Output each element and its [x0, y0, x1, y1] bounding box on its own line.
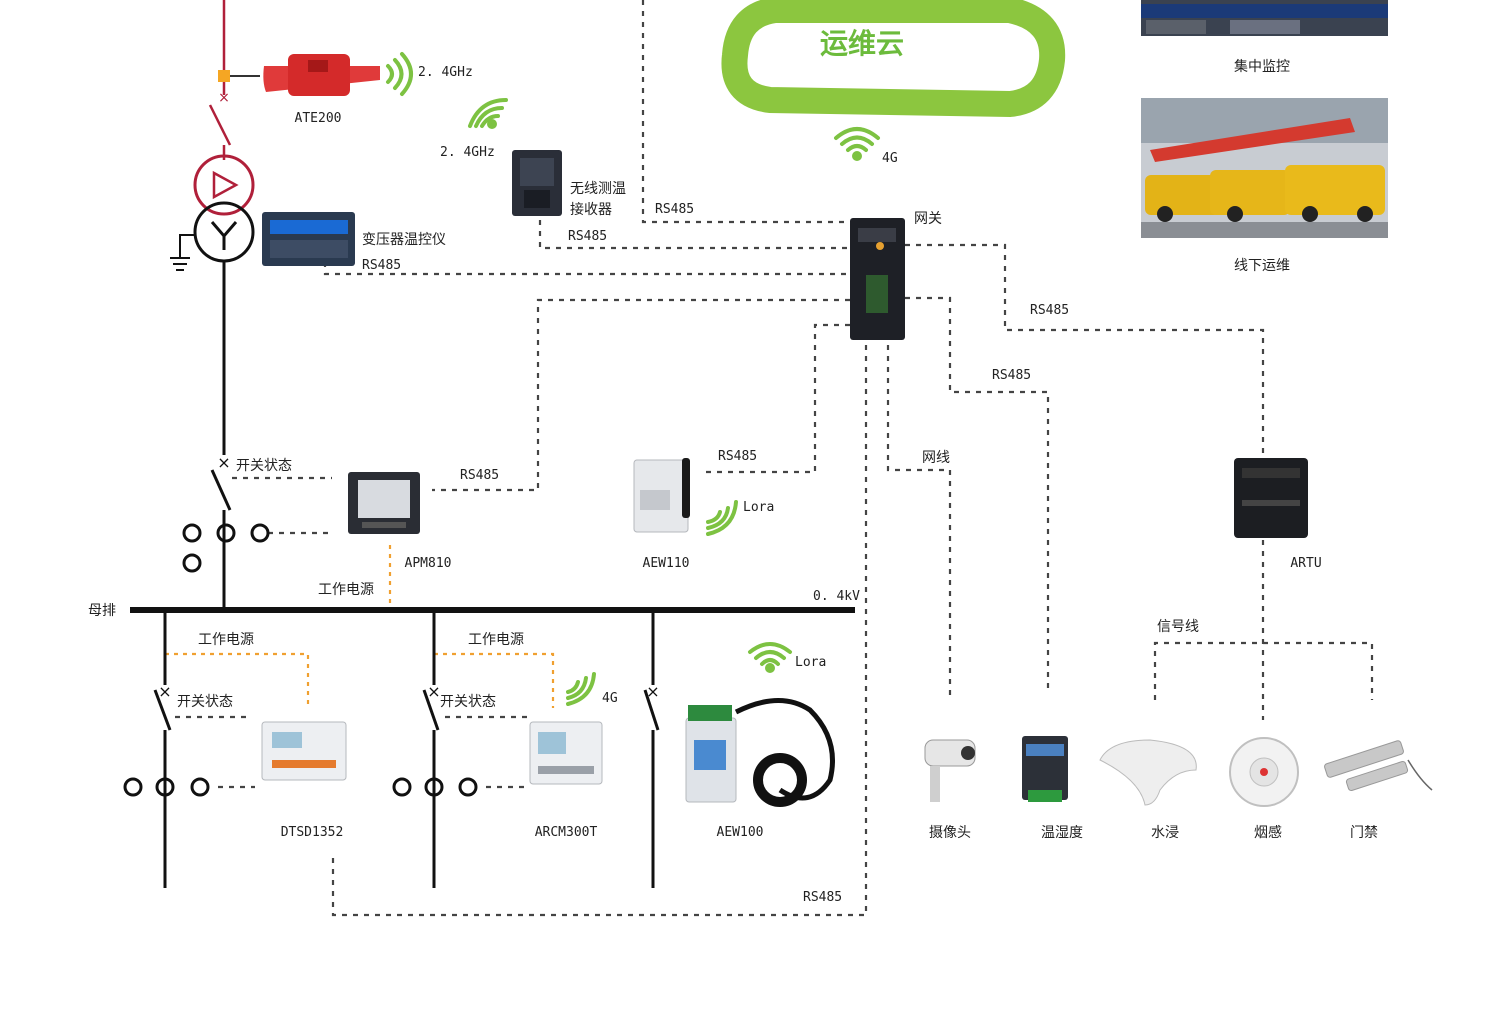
lora-label-aew100: Lora: [795, 655, 826, 670]
ghz-label-ate200: 2. 4GHz: [418, 65, 473, 80]
transformer-controller-label: 变压器温控仪: [362, 232, 446, 248]
ate200-device: [263, 54, 380, 96]
svg-text:×: ×: [646, 682, 659, 701]
artu-label: ARTU: [1290, 556, 1321, 571]
wireless-receiver-label-1: 无线测温: [570, 181, 626, 197]
sensor-humidity-label: 温湿度: [1041, 825, 1083, 841]
wifi-icon-ate200: [386, 52, 413, 96]
sensor-door-label: 门禁: [1350, 825, 1378, 841]
wifi-icon-aew100: [748, 642, 792, 673]
branch-feeders: [153, 610, 660, 888]
aew100-label: AEW100: [717, 825, 764, 840]
water-sensor-device: [1099, 739, 1197, 806]
switch-state-main-label: 开关状态: [236, 458, 292, 474]
arcm300t-label: ARCM300T: [535, 825, 598, 840]
aew110-label: AEW110: [643, 556, 690, 571]
svg-text:×: ×: [217, 453, 230, 472]
monitor-photo: [1141, 0, 1388, 36]
svg-text:×: ×: [218, 90, 230, 106]
voltage-label: 0. 4kV: [813, 589, 860, 604]
monitor-caption: 集中监控: [1234, 58, 1290, 75]
rs485-label-apm: RS485: [460, 468, 499, 483]
wifi-icon-aew110: [706, 500, 738, 536]
dtsd1352-device: [261, 721, 347, 781]
transformer-controller-device: [262, 212, 355, 266]
sensor-water-label: 水浸: [1151, 825, 1179, 841]
wifi-icon-arcm300t: [566, 672, 596, 706]
smoke-sensor-device: [1229, 737, 1299, 807]
rs485-label-mid: RS485: [992, 368, 1031, 383]
ate200-label: ATE200: [295, 111, 342, 126]
cloud-shape: [721, 0, 1066, 118]
ghz-label-receiver: 2. 4GHz: [440, 145, 495, 160]
gateway-label: 网关: [914, 211, 942, 227]
wifi-icon-receiver: [468, 98, 508, 129]
g4-label-cloud: 4G: [882, 151, 898, 166]
svg-text:×: ×: [158, 682, 171, 701]
aew100-device: [685, 698, 835, 807]
camera-device: [924, 739, 976, 802]
rs485-label-artu: RS485: [1030, 303, 1069, 318]
switch-state-b1-label: 开关状态: [177, 694, 233, 710]
dtsd1352-label: DTSD1352: [281, 825, 344, 840]
sensor-camera-label: 摄像头: [929, 825, 971, 841]
gateway-device: [850, 218, 905, 340]
ops-photo: [1141, 98, 1388, 238]
work-power-b1-label: 工作电源: [198, 632, 254, 648]
wireless-receiver-label-2: 接收器: [570, 201, 612, 218]
switch-state-b2-label: 开关状态: [440, 694, 496, 710]
power-lines: [165, 545, 555, 708]
busbar-label: 母排: [88, 603, 116, 619]
rs485-label-transformer: RS485: [362, 258, 401, 273]
g4-label-arcm: 4G: [602, 691, 618, 706]
sensor-smoke-label: 烟感: [1254, 824, 1282, 841]
switch-cross-marks: × × ×: [158, 682, 659, 701]
humidity-sensor-device: [1022, 736, 1068, 802]
work-power-b2-label: 工作电源: [468, 632, 524, 648]
arcm300t-device: [529, 721, 603, 785]
wireless-receiver-device: [512, 150, 562, 216]
cloud-group: 运维云: [721, 0, 1066, 118]
apm810-device: [348, 472, 420, 534]
ops-caption: 线下运维: [1234, 258, 1290, 274]
rs485-label-bottom: RS485: [803, 890, 842, 905]
apm810-label: APM810: [405, 556, 452, 571]
svg-text:×: ×: [427, 682, 440, 701]
netline-label: 网线: [922, 450, 950, 466]
work-power-main-label: 工作电源: [318, 582, 374, 598]
cloud-label: 运维云: [820, 27, 904, 60]
aew110-device: [633, 458, 690, 533]
lora-label-aew110: Lora: [743, 500, 774, 515]
rs485-label-recv-top: RS485: [655, 202, 694, 217]
ct-symbols: [123, 523, 478, 797]
wifi-icon-cloud: [834, 127, 880, 161]
signal-line-label: 信号线: [1157, 619, 1199, 635]
rs485-label-recv-bottom: RS485: [568, 229, 607, 244]
door-sensor-device: [1324, 740, 1433, 792]
rs485-label-aew110: RS485: [718, 449, 757, 464]
artu-device: [1234, 458, 1308, 538]
main-feeder: × ×: [170, 0, 260, 610]
